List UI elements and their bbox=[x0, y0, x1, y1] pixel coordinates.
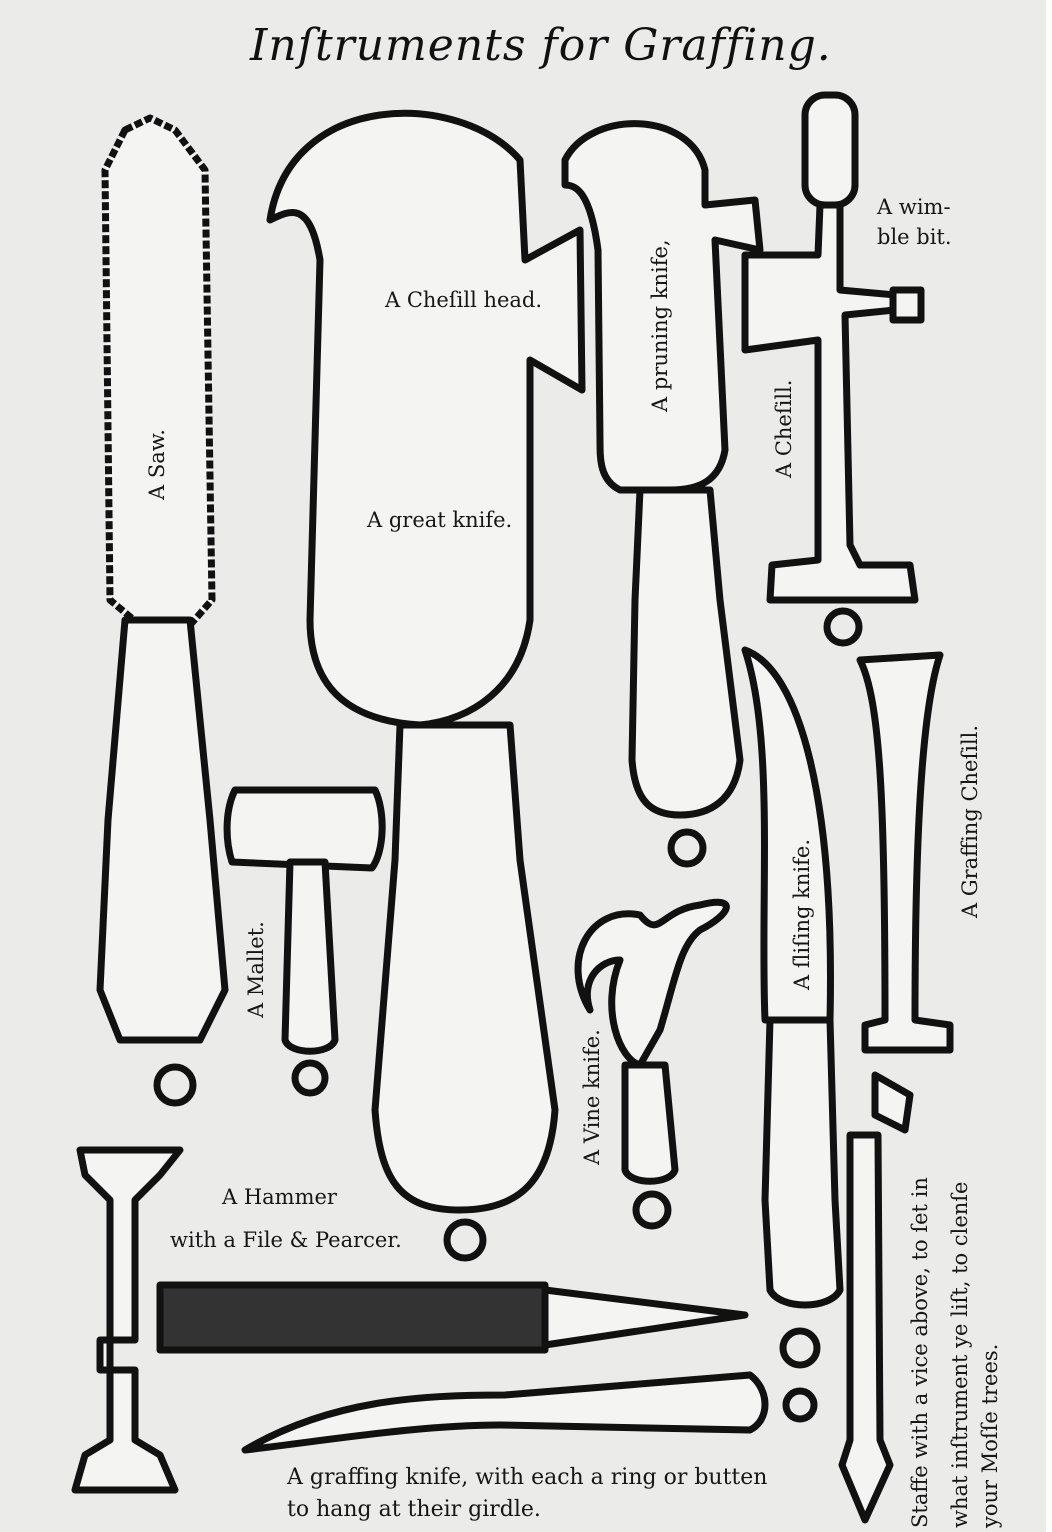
page-title: Inſtruments for Graffing. bbox=[250, 20, 832, 71]
caption-line-1: A graffing knife, with each a ring or bu… bbox=[287, 1465, 768, 1490]
label-slising-knife: A ſliſing knife. bbox=[790, 838, 814, 990]
pruning-knife-drawing bbox=[561, 120, 764, 868]
graffing-chesill-drawing bbox=[856, 651, 954, 1054]
chesill-drawing bbox=[741, 91, 925, 647]
label-great-knife: A great knife. bbox=[367, 508, 513, 532]
label-vine-knife: A Vine knife. bbox=[580, 1029, 604, 1165]
staffe-drawing bbox=[838, 1071, 914, 1524]
saw-drawing bbox=[96, 114, 229, 1107]
staffe-line-1: Staffe with a vice above, to ſet in bbox=[908, 1177, 932, 1528]
label-pruning-knife: A pruning knife, bbox=[648, 239, 672, 412]
great-knife-drawing bbox=[266, 109, 586, 1262]
label-wimble-bit-2: ble bit. bbox=[877, 225, 952, 249]
label-chesill: A Cheſill. bbox=[772, 379, 796, 478]
label-wimble-bit-1: A wim- bbox=[877, 195, 951, 219]
label-hammer-1: A Hammer bbox=[222, 1185, 337, 1209]
label-chesill-head: A Cheſill head. bbox=[385, 288, 543, 312]
slising-knife-drawing bbox=[741, 646, 844, 1369]
vine-knife-drawing bbox=[574, 898, 730, 1230]
page-edge bbox=[1046, 0, 1052, 1532]
label-mallet: A Mallet. bbox=[244, 921, 268, 1018]
caption-line-2: to hang at their girdle. bbox=[287, 1497, 541, 1522]
staffe-line-3: your Moſſe trees. bbox=[978, 1343, 1002, 1528]
hammer-file-drawing bbox=[71, 1146, 818, 1494]
label-hammer-2: with a File & Pearcer. bbox=[170, 1228, 402, 1252]
staffe-line-2: what inſtrument ye liſt, to clenſe bbox=[948, 1181, 972, 1528]
label-saw: A Saw. bbox=[145, 429, 169, 500]
label-graffing-chesill: A Graffing Cheſill. bbox=[958, 724, 982, 918]
mallet-drawing bbox=[223, 786, 386, 1097]
